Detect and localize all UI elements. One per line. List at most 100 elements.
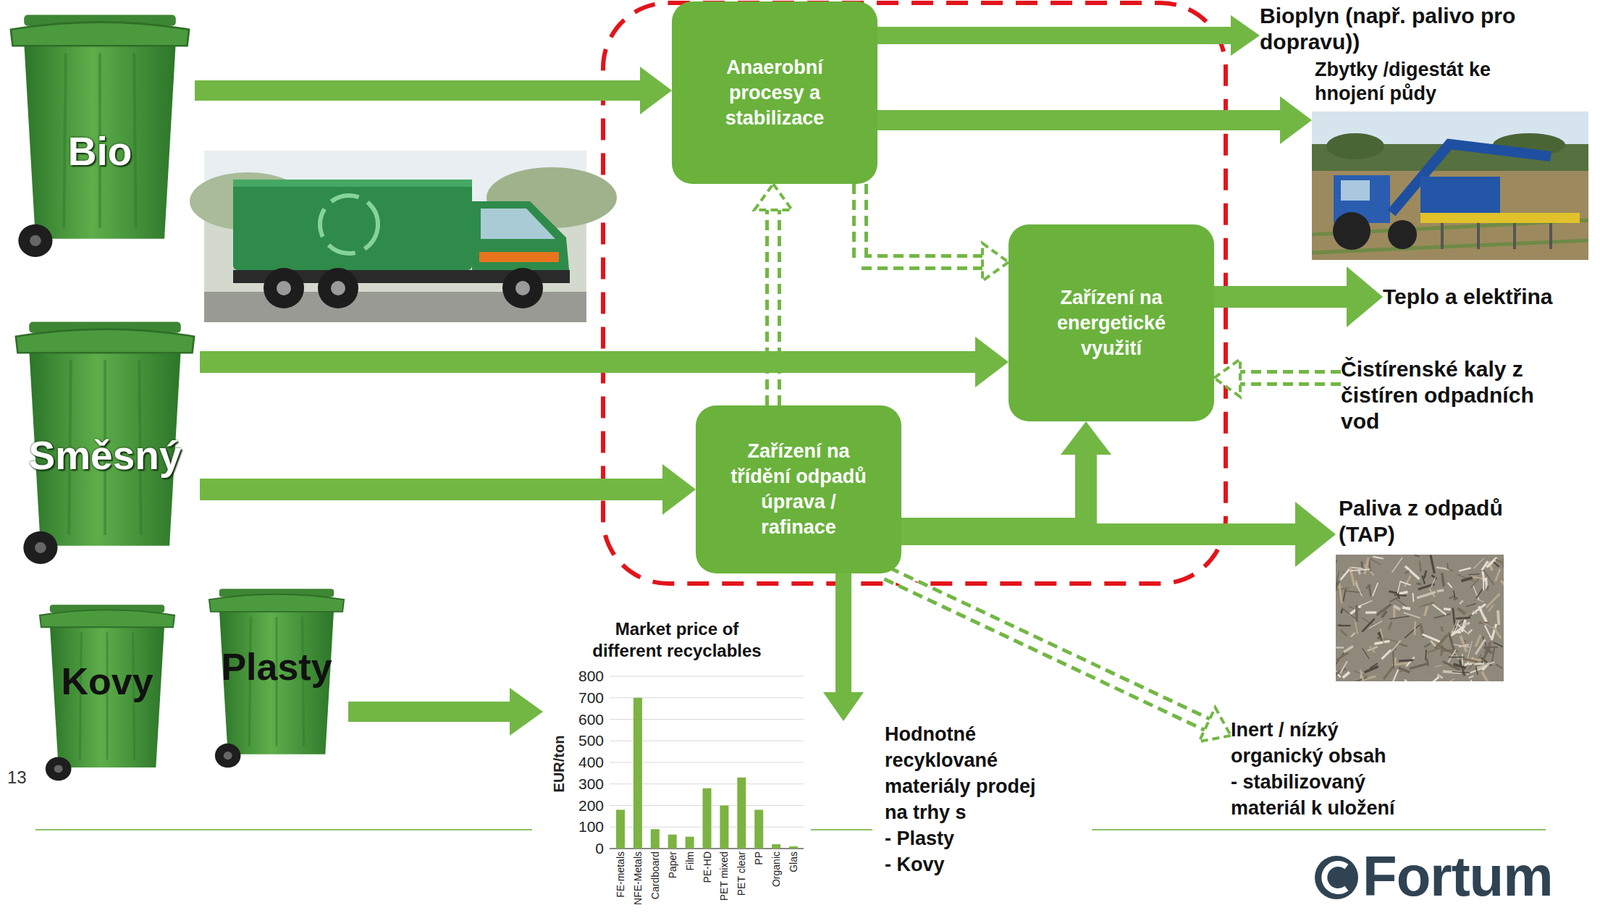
- flow-arrow: [860, 183, 1009, 281]
- drawn-line: [1393, 657, 1396, 667]
- drawn-line: [1335, 646, 1344, 648]
- drawn-line: [1475, 634, 1481, 647]
- arrow-head: [754, 183, 793, 210]
- drawn-line: [1495, 559, 1504, 567]
- drawn-line: [1335, 559, 1338, 577]
- output-text: Paliva z odpadů (TAP): [1335, 495, 1539, 682]
- drawn-line: [1340, 629, 1348, 636]
- drawn-line: [1457, 608, 1466, 614]
- drawn-line: [1419, 560, 1422, 572]
- drawn-line: [1340, 568, 1351, 580]
- drawn-rect: [479, 251, 559, 263]
- drawn-circle: [330, 280, 346, 296]
- drawn-rect: [1311, 170, 1589, 260]
- flow-arrow: [199, 464, 696, 515]
- arrow-head: [1230, 15, 1260, 56]
- arrow-head: [1198, 707, 1231, 742]
- drawn-line: [1395, 598, 1407, 607]
- axis-tick: 200: [557, 797, 604, 815]
- output-label: - stabilizovaný materiál k uložení: [1230, 768, 1412, 821]
- arrow-shaft-core: [860, 183, 984, 263]
- drawn-circle: [54, 764, 63, 773]
- drawn-line: [1424, 642, 1431, 647]
- drawn-line: [1437, 590, 1444, 592]
- flow-arrow: [823, 573, 864, 722]
- drawn-line: [1487, 585, 1489, 591]
- field-photo: [1311, 111, 1589, 260]
- flow-arrow: [901, 421, 1112, 529]
- arrow-shaft: [765, 209, 782, 406]
- drawn-line: [1400, 581, 1412, 585]
- chart-bar: [616, 809, 625, 849]
- drawn-line: [1484, 625, 1492, 639]
- drawn-line: [1434, 613, 1451, 619]
- chart-title: Market price of different recyclables: [586, 618, 768, 662]
- arrow-shaft-core: [886, 573, 1208, 725]
- page-number: 13: [7, 767, 27, 788]
- drawn-rect: [1335, 554, 1504, 682]
- drawn-line: [1374, 640, 1390, 644]
- arrow-head: [982, 243, 1009, 281]
- drawn-line: [1431, 577, 1436, 588]
- drawn-circle: [276, 280, 292, 296]
- drawn-line: [1466, 603, 1477, 607]
- rule-line: [35, 828, 533, 831]
- drawn-line: [1412, 592, 1414, 603]
- drawn-line: [1468, 676, 1475, 679]
- drawn-line: [1399, 669, 1404, 673]
- drawn-line: [1456, 574, 1475, 582]
- fuel-photo: [1335, 554, 1504, 682]
- axis-title: EUR/ton: [550, 735, 568, 793]
- process-box: Zařízení na třídění odpadů úprava / rafi…: [695, 405, 902, 574]
- drawn-line: [1427, 647, 1441, 653]
- arrow-shaft: [1214, 285, 1348, 308]
- arrow-head: [1295, 501, 1336, 567]
- drawn-line: [1470, 578, 1480, 588]
- arrow-shaft: [860, 183, 984, 263]
- flow-arrow: [877, 15, 1260, 56]
- box-label: Zařízení na energetické využití: [1038, 285, 1184, 362]
- chart-bar: [737, 777, 746, 849]
- drawn-line: [1405, 566, 1420, 580]
- arrow-shaft: [194, 80, 641, 101]
- drawn-line: [1468, 574, 1480, 575]
- arrow-head: [640, 66, 672, 115]
- drawn-line: [1481, 671, 1490, 682]
- arrow-shaft: [877, 110, 1281, 131]
- axis-tick: 0: [557, 839, 604, 858]
- drawn-line: [1341, 608, 1343, 614]
- output-label: Inert / nízký organický obsah: [1230, 716, 1412, 769]
- drawn-line: [1342, 671, 1350, 678]
- output-label: Hodnotné recyklované materiály prodej na…: [884, 721, 1052, 826]
- rule-line: [1091, 828, 1546, 831]
- output-label: Čistírenské kaly z čistíren odpadních vo…: [1340, 356, 1559, 435]
- output-label: Teplo a elektřina: [1382, 283, 1553, 310]
- drawn-line: [1339, 583, 1343, 604]
- drawn-ellipse: [1326, 133, 1385, 160]
- drawn-line: [1389, 616, 1409, 620]
- drawn-line: [1513, 222, 1517, 250]
- drawn-line: [1442, 572, 1445, 587]
- waste-bin: Plasty: [204, 582, 349, 771]
- arrow-head: [1280, 96, 1312, 145]
- drawn-line: [1335, 660, 1337, 663]
- drawn-line: [1350, 566, 1355, 586]
- drawn-line: [1430, 555, 1435, 574]
- drawn-line: [1382, 650, 1392, 660]
- category-label: PP: [752, 851, 765, 866]
- drawn-line: [1419, 602, 1435, 607]
- drawn-line: [1424, 605, 1428, 617]
- drawn-line: [1481, 561, 1488, 570]
- drawn-circle: [45, 756, 72, 781]
- drawn-line: [1502, 563, 1504, 573]
- flow-arrow: [901, 501, 1336, 567]
- chart-bar: [685, 836, 695, 849]
- arrow-shaft: [835, 573, 852, 693]
- drawn-path: [1324, 863, 1347, 892]
- drawn-line: [1404, 679, 1409, 682]
- chart-bar: [650, 828, 660, 849]
- bin-label: Plasty: [204, 644, 349, 690]
- drawn-line: [1463, 658, 1479, 663]
- drawn-line: [1383, 666, 1394, 680]
- price-chart: Market price of different recyclables800…: [542, 613, 811, 910]
